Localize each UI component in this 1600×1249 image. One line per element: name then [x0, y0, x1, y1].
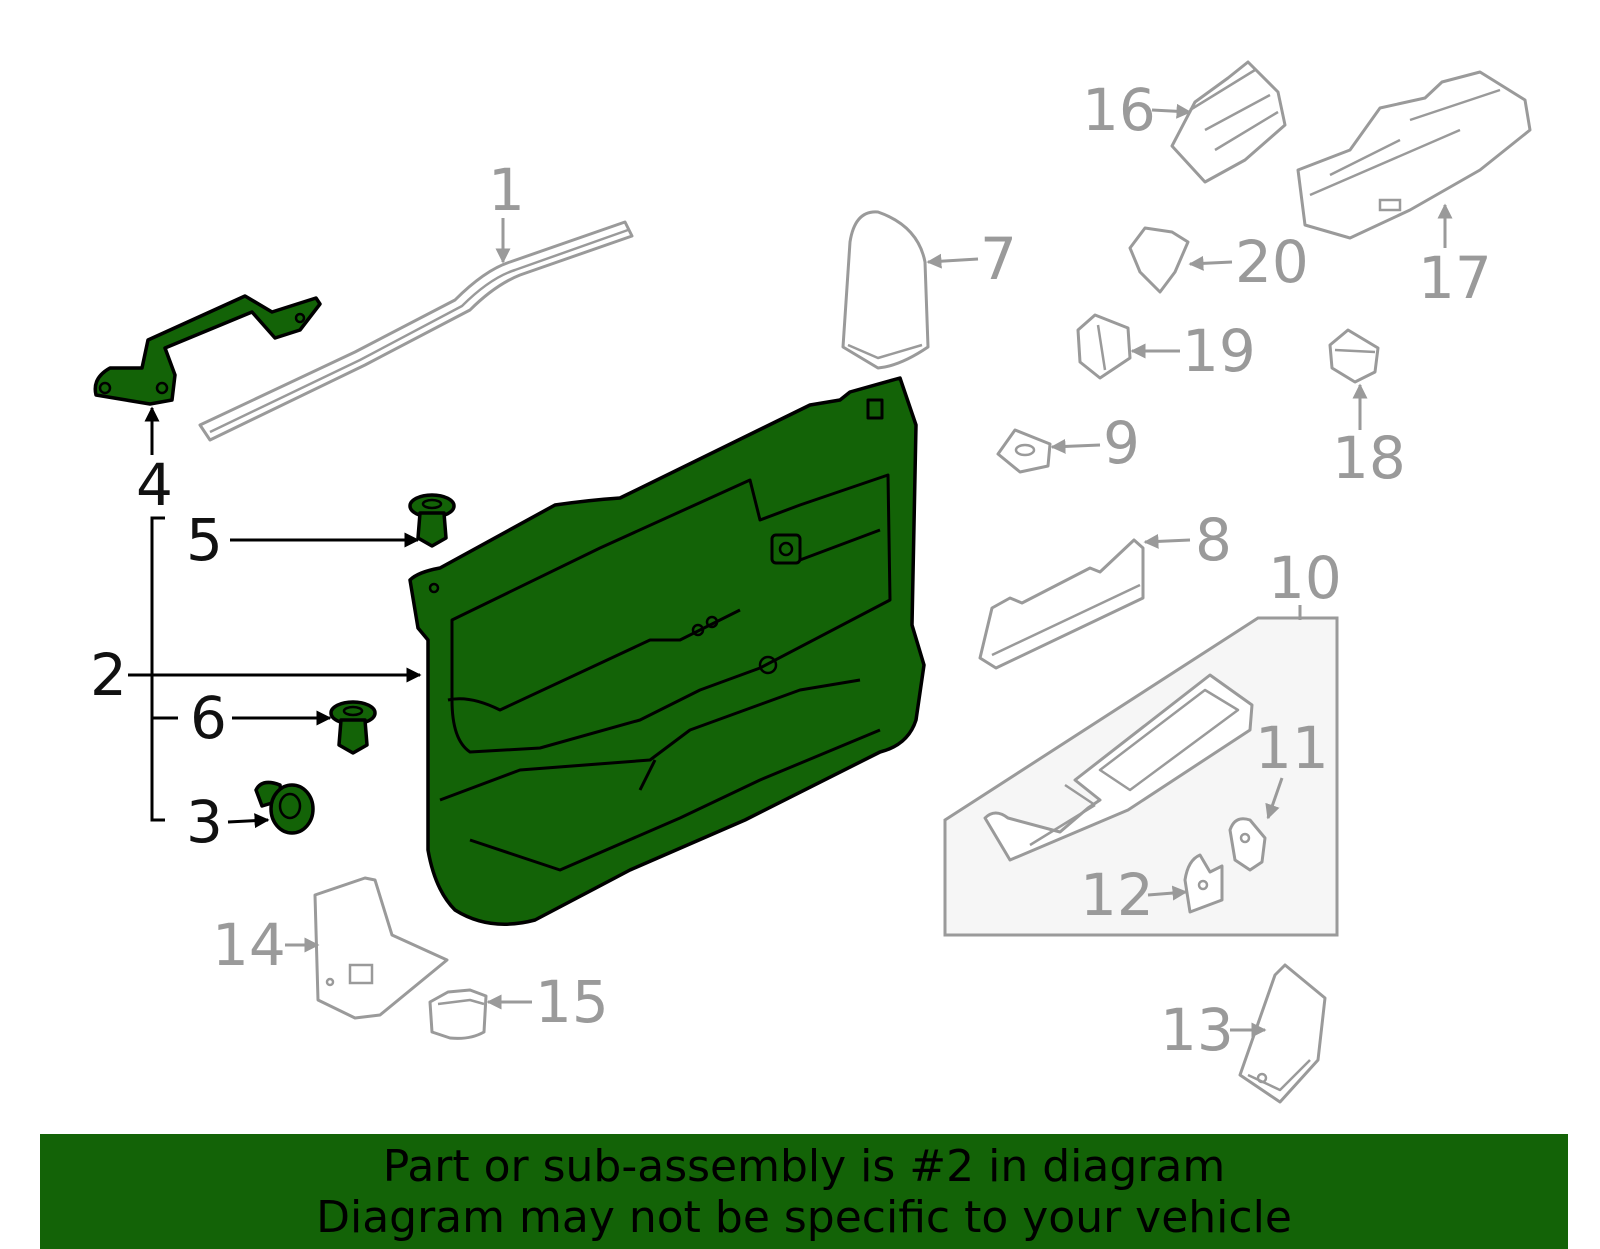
banner-line-2: Diagram may not be specific to your vehi… — [316, 1191, 1292, 1243]
part-15-clip — [428, 988, 488, 1040]
part-9-clip-nut — [996, 428, 1052, 474]
part-11-bracket — [1228, 817, 1267, 872]
callout-16: 16 — [1082, 76, 1156, 144]
callout-3: 3 — [186, 788, 223, 856]
part-18-switch — [1328, 328, 1380, 384]
callout-18: 18 — [1332, 424, 1406, 492]
callout-1: 1 — [488, 156, 525, 224]
part-19-switch — [1076, 313, 1132, 380]
callout-6: 6 — [190, 684, 227, 752]
callout-20: 20 — [1235, 228, 1309, 296]
callout-9: 9 — [1103, 409, 1140, 477]
part-17-master-switch — [1296, 70, 1532, 240]
callout-8: 8 — [1195, 506, 1232, 574]
part-5-clip — [408, 493, 456, 548]
disclaimer-banner: Part or sub-assembly is #2 in diagram Di… — [40, 1134, 1568, 1249]
part-4-bracket — [93, 294, 322, 406]
callout-14: 14 — [212, 911, 286, 979]
callout-5: 5 — [186, 506, 223, 574]
part-7-mirror-cover — [841, 210, 930, 370]
black-leaders — [128, 406, 422, 829]
callout-2: 2 — [90, 641, 127, 709]
callout-labels: 1 2 3 4 5 6 7 8 9 10 11 12 13 14 15 16 1… — [90, 76, 1492, 1064]
part-3-push-pin — [254, 780, 315, 835]
part-1-weatherstrip — [198, 220, 634, 442]
callout-7: 7 — [980, 225, 1017, 293]
callout-10: 10 — [1268, 544, 1342, 612]
part-6-clip — [329, 700, 377, 755]
callout-13: 13 — [1160, 996, 1234, 1064]
gray-leaders — [285, 103, 1453, 1038]
callout-17: 17 — [1418, 244, 1492, 312]
banner-line-1: Part or sub-assembly is #2 in diagram — [382, 1140, 1226, 1192]
part-13-cover — [1238, 963, 1327, 1104]
callout-15: 15 — [535, 968, 609, 1036]
part-12-bracket — [1183, 853, 1224, 914]
callout-4: 4 — [136, 451, 173, 519]
callout-11: 11 — [1255, 714, 1329, 782]
part-16-window-switch — [1170, 60, 1287, 184]
part-8-trim-strip — [978, 538, 1145, 670]
callout-19: 19 — [1182, 317, 1256, 385]
part-2-door-trim-panel — [408, 376, 926, 926]
callout-12: 12 — [1080, 861, 1154, 929]
part-20-clip — [1128, 226, 1190, 294]
part-14-lower-trim — [313, 876, 449, 1020]
